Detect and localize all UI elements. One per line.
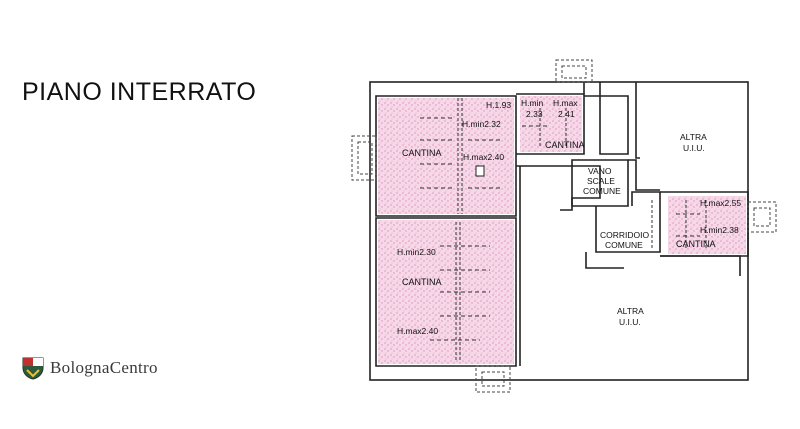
label-cantina-top: CANTINA — [402, 148, 442, 158]
page-title: PIANO INTERRATO — [22, 78, 257, 106]
label-cantina-mid: CANTINA — [545, 140, 585, 150]
label-corridoio-comune: COMUNE — [605, 240, 643, 250]
label-hmax255: H.max2.55 — [700, 198, 741, 208]
cellar-room-top — [378, 98, 514, 214]
walls — [375, 82, 749, 367]
label-hmax240-bottom: H.max2.40 — [397, 326, 438, 336]
brand-logo: BolognaCentro — [22, 356, 158, 380]
label-hmin238: H.min2.38 — [700, 225, 739, 235]
crest-icon — [22, 357, 44, 380]
openings — [351, 59, 777, 393]
label-uiu-bottom: U.I.U. — [619, 317, 641, 327]
label-hmax240-top: H.max2.40 — [463, 152, 504, 162]
cellar-room-mid — [520, 96, 582, 152]
label-scale: SCALE — [587, 176, 615, 186]
brand-name: BolognaCentro — [50, 358, 158, 377]
label-vano: VANO — [588, 166, 612, 176]
cellar-room-right — [668, 196, 746, 254]
label-hmin230: H.min2.30 — [397, 247, 436, 257]
room-labels: CANTINA CANTINA CANTINA CANTINA H.1.93 H… — [397, 98, 741, 336]
label-altra-top: ALTRA — [680, 132, 707, 142]
label-altra-bottom: ALTRA — [617, 306, 644, 316]
label-h193: H.1.93 — [486, 100, 511, 110]
cellar-room-bottom — [378, 220, 514, 364]
label-hmin233-a: H.min — [521, 98, 543, 108]
label-hmin232: H.min2.32 — [462, 119, 501, 129]
label-vano-comune: COMUNE — [583, 186, 621, 196]
label-hmin233-b: 2.33 — [526, 109, 543, 119]
floor-hatching — [420, 117, 700, 341]
label-hmax241-a: H.max — [553, 98, 578, 108]
label-hmax241-b: 2.41 — [558, 109, 575, 119]
small-fixture — [475, 165, 485, 177]
label-uiu-top: U.I.U. — [683, 143, 705, 153]
beam-markers — [455, 98, 707, 362]
label-cantina-bottom: CANTINA — [402, 277, 442, 287]
label-corridoio: CORRIDOIO — [600, 230, 650, 240]
label-cantina-right: CANTINA — [676, 239, 716, 249]
